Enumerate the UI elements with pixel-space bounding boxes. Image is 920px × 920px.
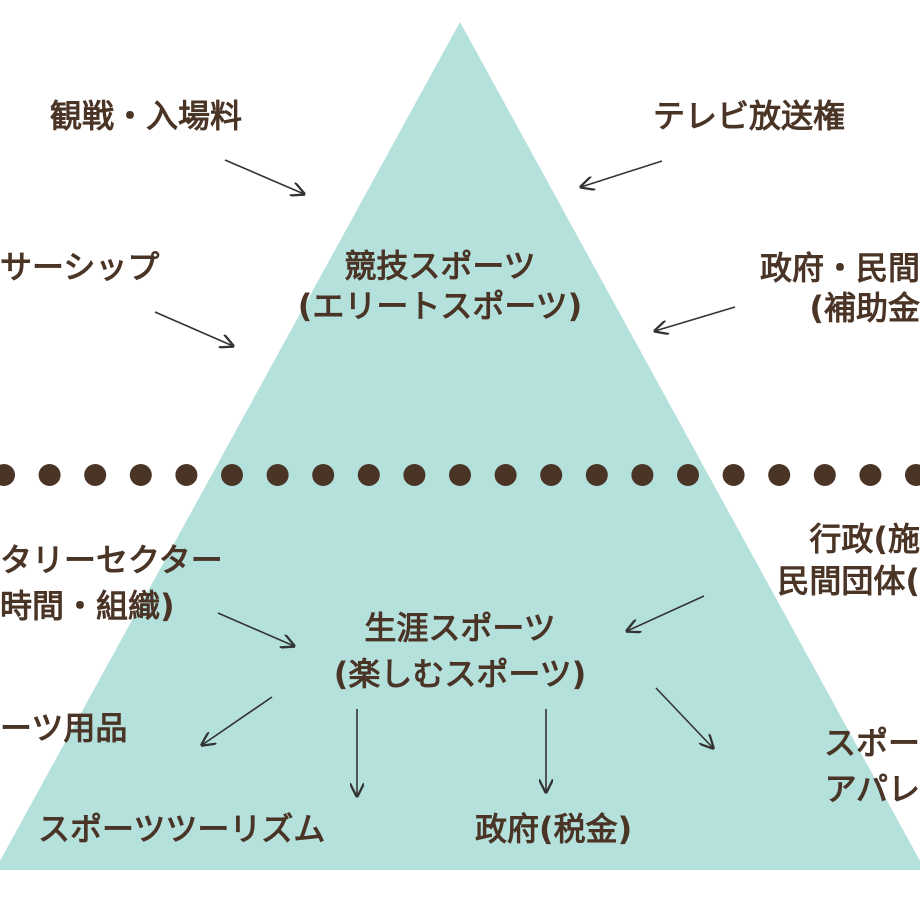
divider-dot: [266, 464, 289, 486]
label-sponsorship: サーシップ: [0, 248, 160, 286]
divider-dot: [221, 464, 243, 486]
label-government-tax: 政府(税金): [475, 810, 633, 848]
arrow-spectating: [224, 159, 304, 194]
label-lifelong-line1: 生涯スポーツ: [364, 609, 556, 647]
divider-dot: [722, 464, 745, 486]
label-voluntary-line2: 時間・組織): [0, 587, 175, 625]
label-lifelong-line2: (楽しむスポーツ): [333, 655, 587, 693]
arrow-admin: [627, 595, 705, 631]
label-admin-line2: 民間団体(: [777, 562, 920, 600]
divider-dot: [677, 464, 699, 486]
dotted-divider: [0, 464, 920, 486]
divider-dot: [768, 464, 791, 486]
arrow-apparel: [655, 687, 713, 748]
divider-dot: [905, 464, 920, 486]
divider-dot: [84, 464, 107, 486]
divider-dot: [129, 464, 152, 486]
arrows: [154, 159, 736, 796]
label-admin: 行政(施 民間団体(: [777, 519, 920, 601]
pyramid-shape: [0, 22, 920, 870]
label-sports-apparel: スポー アパレ: [824, 723, 920, 809]
arrow-gov-private: [655, 306, 736, 331]
label-gov-private: 政府・民間 (補助金: [760, 248, 920, 328]
label-sports-goods: ーツ用品: [0, 709, 128, 747]
divider-dot: [859, 464, 882, 486]
label-tv-rights: テレビ放送権: [653, 97, 846, 135]
divider-dot: [631, 464, 654, 486]
label-spectating: 観戦・入場料: [50, 97, 243, 135]
label-apparel-line2: アパレ: [824, 770, 920, 808]
arrow-tv-rights: [581, 160, 663, 187]
divider-dot: [0, 464, 15, 486]
label-sports-tourism: スポーツツーリズム: [38, 810, 326, 848]
label-admin-line1: 行政(施: [809, 520, 920, 558]
divider-dot: [403, 464, 426, 486]
label-elite-sport-line2: (エリートスポーツ): [297, 287, 583, 325]
divider-dot: [494, 464, 517, 486]
divider-dot: [38, 464, 61, 486]
divider-dot: [540, 464, 563, 486]
arrow-sponsorship: [154, 311, 233, 346]
label-voluntary-sector: タリーセクター 時間・組織): [0, 540, 223, 626]
label-elite-sport-line1: 競技スポーツ: [344, 247, 536, 285]
divider-dot: [357, 464, 380, 486]
label-voluntary-line1: タリーセクター: [0, 541, 223, 579]
label-gov-private-line1: 政府・民間: [759, 249, 920, 287]
label-apparel-line1: スポー: [823, 724, 920, 762]
label-lifelong-sport: 生涯スポーツ (楽しむスポーツ): [270, 608, 650, 694]
label-elite-sport: 競技スポーツ (エリートスポーツ): [240, 246, 640, 326]
divider-dot: [585, 464, 608, 486]
divider-dot: [449, 464, 471, 486]
arrow-voluntary: [217, 612, 294, 646]
divider-dot: [312, 464, 335, 486]
arrow-goods: [202, 696, 273, 745]
label-gov-private-line2: (補助金: [809, 289, 920, 327]
divider-dot: [813, 464, 836, 486]
divider-dot: [175, 464, 198, 486]
